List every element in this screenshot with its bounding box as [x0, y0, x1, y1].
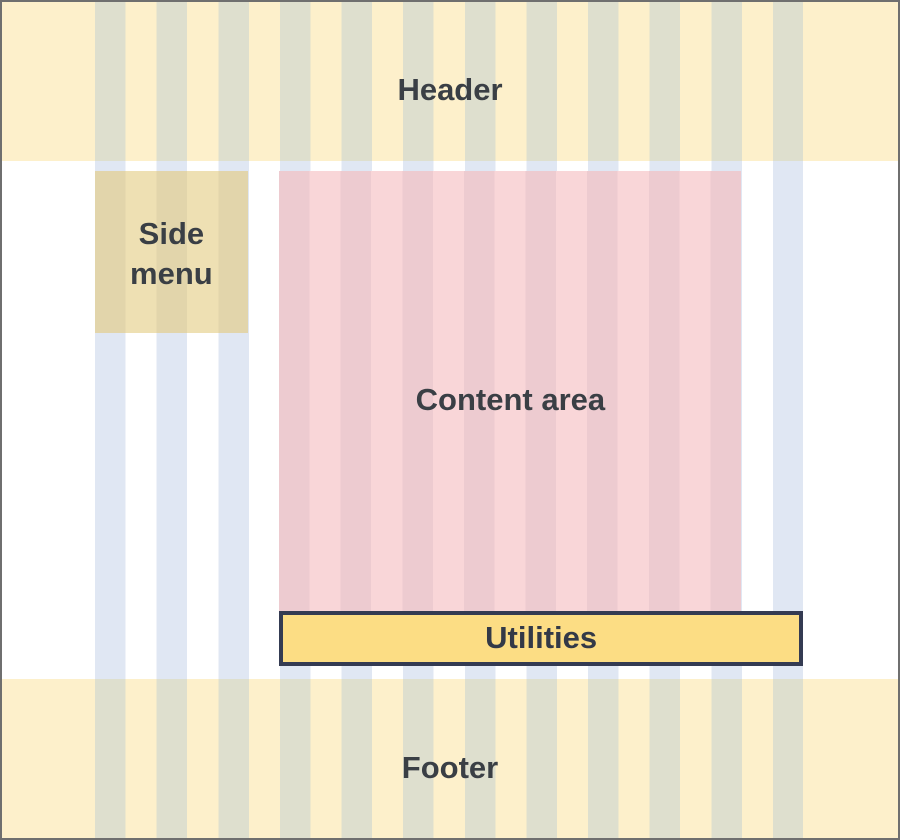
side-menu-region: Side menu — [94, 171, 249, 333]
utilities-label: Utilities — [485, 620, 598, 656]
header-region: Header — [2, 2, 898, 161]
side-menu-label: Side menu — [130, 216, 213, 291]
header-label: Header — [397, 71, 503, 107]
utilities-bar: Utilities — [279, 610, 803, 666]
footer-label: Footer — [401, 749, 499, 785]
footer-region: Footer — [2, 679, 898, 838]
content-area-label: Content area — [415, 381, 606, 417]
content-area-region: Content area — [279, 171, 742, 611]
